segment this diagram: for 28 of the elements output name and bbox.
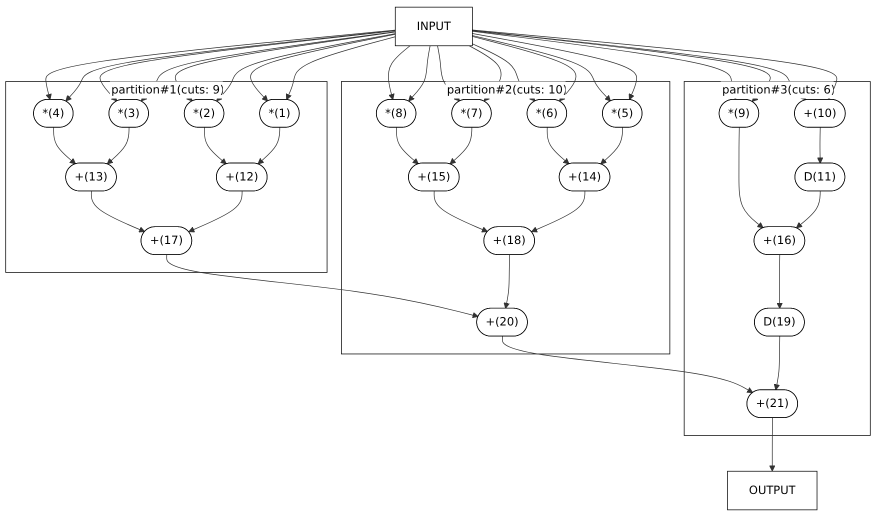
arrow [258, 127, 280, 164]
arrow [504, 254, 510, 309]
arrow [769, 418, 776, 472]
arrow [531, 190, 586, 232]
arrow [53, 127, 76, 164]
node-box: INPUT [394, 6, 473, 46]
arrow [738, 127, 764, 228]
arrow [450, 127, 472, 164]
arrow [600, 127, 623, 164]
arrow [434, 190, 488, 232]
arrow [546, 127, 570, 164]
arrow [286, 36, 396, 100]
arrow [188, 190, 242, 232]
arrow [776, 254, 783, 309]
arrow [204, 127, 227, 164]
arrow [106, 127, 130, 164]
arrow [216, 33, 396, 102]
arrow [816, 127, 824, 164]
arrow [396, 127, 419, 164]
node-box: OUTPUT [727, 470, 818, 510]
arrow [166, 254, 479, 318]
arrow [408, 45, 430, 102]
arrow [90, 190, 146, 232]
arrow [502, 336, 754, 394]
arrow [250, 34, 396, 102]
arrow [796, 190, 821, 228]
arrow [774, 336, 780, 390]
arrow [388, 45, 410, 100]
